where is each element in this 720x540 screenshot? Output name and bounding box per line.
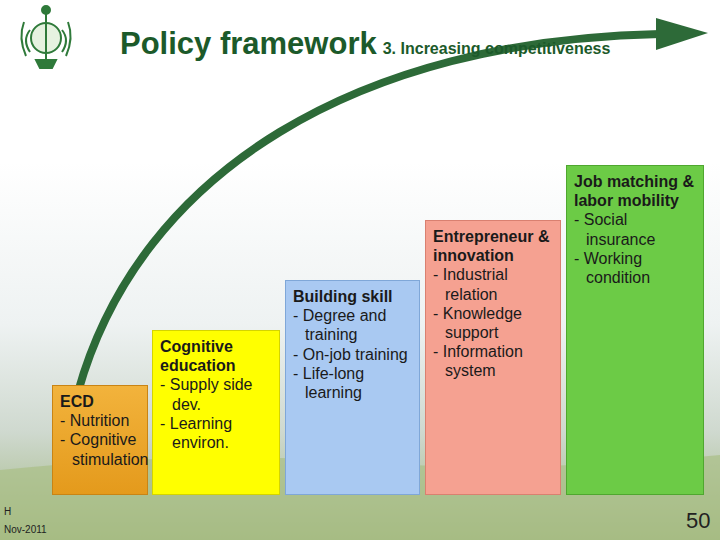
- stage-item: - Degree and training: [293, 306, 414, 344]
- stage-item: - Cognitive stimulation: [60, 430, 142, 468]
- stage-heading: ECD: [60, 392, 142, 411]
- stage-heading: Entrepreneur & innovation: [433, 227, 555, 265]
- page-number: 50: [686, 508, 710, 534]
- stage-item: - Working condition: [574, 249, 698, 287]
- stage-box: Job matching & labor mobility- Social in…: [566, 165, 704, 495]
- stage-box: Cognitive education- Supply side dev.- L…: [152, 330, 280, 495]
- slide-title: Policy framework: [120, 26, 377, 62]
- stage-item: - Social insurance: [574, 210, 698, 248]
- stage-box: Entrepreneur & innovation- Industrial re…: [425, 220, 561, 495]
- stage-item: - Knowledge support: [433, 304, 555, 342]
- stage-item: - Nutrition: [60, 411, 142, 430]
- arrow-head: [656, 18, 708, 50]
- slide-subtitle: 3. Increasing competitiveness: [383, 40, 611, 58]
- stage-heading: Cognitive education: [160, 337, 274, 375]
- stage-item: - Supply side dev.: [160, 375, 274, 413]
- stage-item: - Life-long learning: [293, 364, 414, 402]
- stage-item: - Information system: [433, 342, 555, 380]
- footer-text: H: [4, 506, 11, 517]
- date-text: Nov-2011: [4, 524, 47, 535]
- stage-item: - On-job training: [293, 345, 414, 364]
- stage-item: - Industrial relation: [433, 265, 555, 303]
- stage-heading: Building skill: [293, 287, 414, 306]
- stage-box: ECD- Nutrition- Cognitive stimulation: [52, 385, 148, 495]
- stage-box: Building skill- Degree and training- On-…: [285, 280, 420, 495]
- stage-item: - Learning environ.: [160, 414, 274, 452]
- emblem-logo: [21, 6, 70, 68]
- stage-heading: Job matching & labor mobility: [574, 172, 698, 210]
